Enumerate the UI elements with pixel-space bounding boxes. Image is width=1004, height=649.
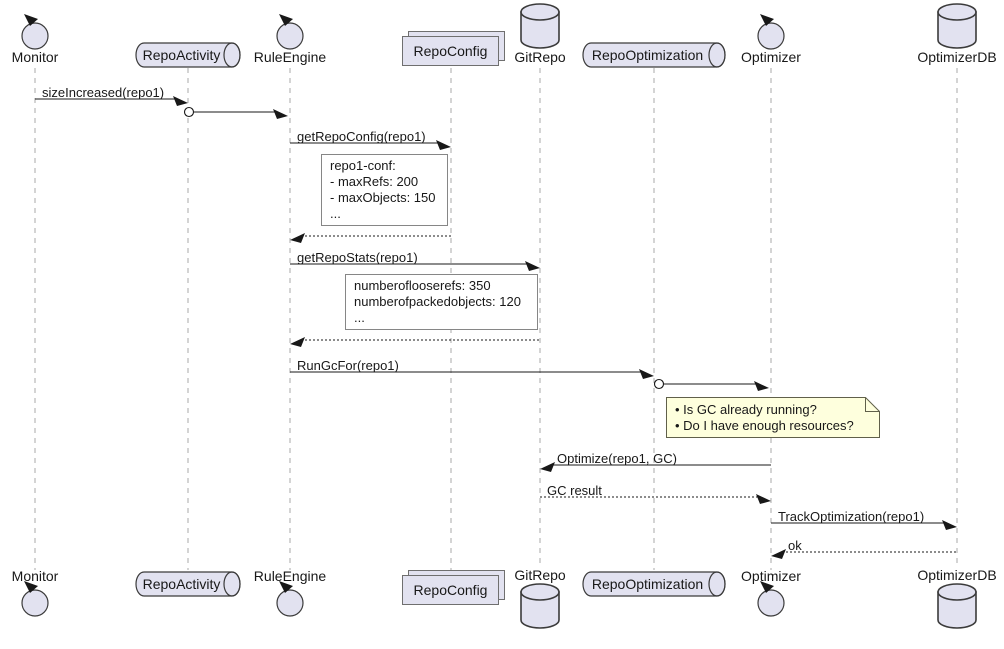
note-line: Do I have enough resources?: [675, 418, 854, 433]
message-label-gc-result: GC result: [547, 483, 602, 498]
arrow-getrepostats: [290, 261, 540, 271]
result-line: ...: [330, 206, 341, 221]
participant-repoconfig-top: RepoConfig: [402, 31, 505, 66]
queue-icon: [582, 571, 726, 597]
message-label-ok: ok: [788, 538, 802, 553]
result-line: numberofpackedobjects: 120: [354, 294, 521, 309]
arrow-gitrepo-return: [290, 337, 540, 347]
arrow-repooptimization-to-optimizer: [653, 378, 769, 391]
participant-monitor-top: Monitor: [11, 49, 59, 65]
arrow-getrepoconfig: [290, 140, 451, 150]
queue-icon: [135, 42, 241, 68]
message-label-sizeincreased: sizeIncreased(repo1): [42, 85, 165, 100]
participant-ruleengine-top: RuleEngine: [253, 49, 327, 65]
database-icon: [937, 583, 977, 629]
result-line: - maxRefs: 200: [330, 174, 419, 189]
gc-note: Is GC already running? Do I have enough …: [666, 397, 880, 438]
message-label-getrepostats: getRepoStats(repo1): [297, 250, 418, 265]
result-line: ...: [354, 310, 365, 325]
participant-optimizerdb-bottom: OptimizerDB: [917, 567, 997, 583]
participant-label: RepoConfig: [402, 36, 499, 66]
arrow-repoconfig-return: [290, 233, 451, 243]
message-arrows: [35, 96, 957, 559]
control-icon: [757, 14, 785, 50]
participant-gitrepo-top: GitRepo: [514, 49, 566, 65]
message-label-trackoptimization: TrackOptimization(repo1): [778, 509, 925, 524]
message-label-optimize: Optimize(repo1, GC): [557, 451, 677, 466]
database-icon: [937, 3, 977, 49]
arrow-trackoptimization: [771, 520, 957, 530]
participant-optimizer-top: Optimizer: [741, 49, 801, 65]
participant-repoconfig-bottom: RepoConfig: [402, 570, 505, 605]
participant-optimizerdb-top: OptimizerDB: [917, 49, 997, 65]
control-icon: [757, 581, 785, 617]
database-icon: [520, 583, 560, 629]
control-icon: [21, 581, 49, 617]
repo-stats-result-box: numberoflooserefs: 350 numberofpackedobj…: [345, 274, 538, 330]
queue-icon: [582, 42, 726, 68]
participant-repooptimization-bottom: RepoOptimization: [582, 571, 726, 597]
participant-repooptimization-top: RepoOptimization: [582, 42, 726, 68]
participant-label: RepoConfig: [402, 575, 499, 605]
control-icon: [276, 14, 304, 50]
result-line: - maxObjects: 150: [330, 190, 436, 205]
control-icon: [21, 14, 49, 50]
database-icon: [520, 3, 560, 49]
result-line: repo1-conf:: [330, 158, 396, 173]
repo-config-result-box: repo1-conf: - maxRefs: 200 - maxObjects:…: [321, 154, 448, 226]
participant-repoactivity-bottom: RepoActivity: [135, 571, 241, 597]
participant-monitor-bottom: Monitor: [11, 568, 59, 584]
arrow-optimize: [540, 462, 771, 472]
arrow-sizeincreased: [35, 96, 188, 106]
participant-optimizer-bottom: Optimizer: [741, 568, 801, 584]
arrow-repoactivity-to-ruleengine: [183, 106, 288, 119]
queue-icon: [135, 571, 241, 597]
arrow-ok: [771, 549, 957, 559]
participant-gitrepo-bottom: GitRepo: [514, 567, 566, 583]
arrow-gc-result: [540, 494, 771, 504]
participant-label: RepoActivity: [142, 47, 221, 63]
note-line: Is GC already running?: [675, 402, 817, 417]
result-line: numberoflooserefs: 350: [354, 278, 491, 293]
arrow-rungcfor: [290, 369, 654, 379]
participant-label: RepoOptimization: [591, 47, 704, 63]
participant-label: RepoOptimization: [591, 576, 704, 592]
participant-ruleengine-bottom: RuleEngine: [253, 568, 327, 584]
participant-label: RepoActivity: [142, 576, 221, 592]
message-label-rungcfor: RunGcFor(repo1): [297, 358, 399, 373]
participant-repoactivity-top: RepoActivity: [135, 42, 241, 68]
control-icon: [276, 581, 304, 617]
message-label-getrepoconfig: getRepoConfig(repo1): [297, 129, 426, 144]
